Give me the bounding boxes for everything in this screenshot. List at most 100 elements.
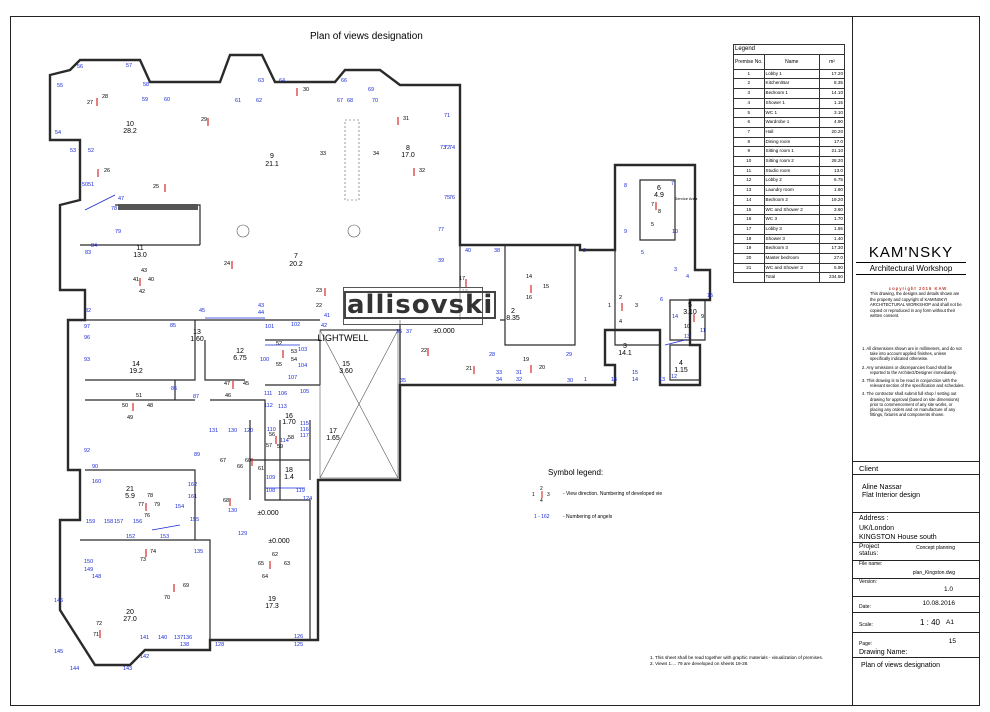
svg-text:26: 26 bbox=[104, 168, 110, 174]
svg-text:34: 34 bbox=[496, 377, 502, 383]
legend-cell-no: 6 bbox=[733, 117, 765, 128]
svg-text:28: 28 bbox=[489, 352, 495, 358]
svg-text:61: 61 bbox=[258, 466, 264, 472]
legend-cell-name: Laundry room bbox=[763, 185, 821, 196]
svg-text:58: 58 bbox=[288, 435, 294, 441]
svg-text:64: 64 bbox=[262, 574, 268, 580]
svg-text:149: 149 bbox=[84, 567, 93, 573]
legend-cell-no: 20 bbox=[733, 253, 765, 264]
svg-text:155: 155 bbox=[190, 517, 199, 523]
svg-text:59: 59 bbox=[277, 444, 283, 450]
room-4-label: 4 bbox=[679, 360, 683, 367]
legend-caption: Legend bbox=[733, 44, 845, 55]
svg-text:3: 3 bbox=[547, 492, 550, 498]
svg-text:140: 140 bbox=[158, 635, 167, 641]
client-label: Client bbox=[859, 464, 879, 473]
legend-cell-name: WC and Shower 2 bbox=[763, 204, 821, 216]
svg-text:153: 153 bbox=[160, 534, 169, 540]
legend-cell-area: 1.65 bbox=[819, 223, 845, 235]
svg-text:66: 66 bbox=[237, 464, 243, 470]
room-14-area: 19.2 bbox=[129, 368, 143, 375]
room-5-area: 3.10 bbox=[683, 309, 697, 316]
legend-cell-no: 8 bbox=[733, 136, 765, 148]
svg-text:159: 159 bbox=[86, 519, 95, 525]
svg-text:13: 13 bbox=[684, 334, 690, 340]
svg-text:148: 148 bbox=[92, 574, 101, 580]
svg-text:82: 82 bbox=[85, 308, 91, 314]
svg-text:130: 130 bbox=[228, 508, 237, 514]
legend-cell-name: Sitting room 2 bbox=[763, 156, 821, 167]
svg-text:16: 16 bbox=[526, 295, 532, 301]
svg-text:33: 33 bbox=[496, 370, 502, 376]
svg-text:131: 131 bbox=[209, 428, 218, 434]
svg-text:15: 15 bbox=[632, 370, 638, 376]
room-12-label: 12 bbox=[236, 348, 244, 355]
room-19-label: 19 bbox=[268, 596, 276, 603]
file-label: File name: bbox=[859, 561, 883, 567]
svg-text:144: 144 bbox=[70, 666, 79, 672]
svg-text:73: 73 bbox=[440, 145, 446, 151]
legend-cell-name: WC and Shower 3 bbox=[763, 262, 821, 274]
copyright-line: copyright 2016 KAW bbox=[888, 286, 948, 291]
footnotes: 1. This sheet shall be read together wit… bbox=[650, 655, 823, 667]
legend-cell-name: Total bbox=[763, 272, 821, 284]
svg-text:71: 71 bbox=[93, 632, 99, 638]
svg-text:146: 146 bbox=[54, 598, 63, 604]
svg-text:20: 20 bbox=[539, 365, 545, 371]
svg-text:69: 69 bbox=[183, 583, 189, 589]
company-logo: KAM'NSKY Architectural Workshop bbox=[856, 243, 966, 281]
note-3: 3. This drawing is to be read in conjunc… bbox=[862, 378, 965, 389]
room-11-label: 11 bbox=[136, 245, 143, 252]
svg-text:68: 68 bbox=[347, 98, 353, 104]
svg-text:60: 60 bbox=[245, 458, 251, 464]
version-value: 1.0 bbox=[943, 586, 953, 593]
svg-text:115: 115 bbox=[300, 421, 309, 427]
svg-text:137: 137 bbox=[174, 635, 183, 641]
copyright-text: This drawing, the designs and details sh… bbox=[870, 291, 962, 319]
lightwell-label: LIGHTWELL bbox=[317, 333, 368, 343]
svg-text:55: 55 bbox=[57, 83, 63, 89]
legend-cell-no: 16 bbox=[733, 214, 765, 225]
svg-text:87: 87 bbox=[193, 394, 199, 400]
svg-text:15: 15 bbox=[543, 284, 549, 290]
svg-text:21: 21 bbox=[466, 366, 472, 372]
svg-text:62: 62 bbox=[272, 552, 278, 558]
svg-text:114: 114 bbox=[280, 438, 289, 444]
svg-text:128: 128 bbox=[215, 642, 224, 648]
svg-text:142: 142 bbox=[140, 654, 149, 660]
svg-text:19: 19 bbox=[523, 357, 529, 363]
svg-text:126: 126 bbox=[294, 634, 303, 640]
room-2-label: 2 bbox=[511, 308, 515, 315]
scale-value: 1 : 40 bbox=[919, 618, 940, 627]
svg-text:7: 7 bbox=[671, 181, 674, 187]
svg-text:157: 157 bbox=[114, 519, 123, 525]
svg-text:42: 42 bbox=[139, 289, 145, 295]
svg-text:3: 3 bbox=[635, 303, 638, 309]
date-value: 10.08.2016 bbox=[922, 600, 955, 607]
svg-text:61: 61 bbox=[235, 98, 241, 104]
svg-text:70: 70 bbox=[372, 98, 378, 104]
svg-text:52: 52 bbox=[276, 341, 282, 347]
svg-text:101: 101 bbox=[265, 324, 274, 330]
svg-text:30: 30 bbox=[567, 378, 573, 384]
svg-text:40: 40 bbox=[465, 248, 471, 254]
svg-text:67: 67 bbox=[220, 458, 226, 464]
legend-cell-no: 19 bbox=[733, 243, 765, 255]
room-6-area: 4.9 bbox=[654, 192, 664, 199]
room-13-label: 13 bbox=[193, 329, 201, 336]
legend-header-name: Name bbox=[763, 53, 821, 70]
footnote-2: 2. Views 1.... 79 are developed on sheet… bbox=[650, 661, 749, 666]
svg-text:41: 41 bbox=[324, 313, 330, 319]
legend-cell-area: 4.90 bbox=[819, 117, 845, 128]
svg-text:15: 15 bbox=[707, 293, 713, 299]
legend-cell-area: 28.20 bbox=[819, 156, 845, 167]
svg-text:51: 51 bbox=[136, 393, 142, 399]
legend-cell-no: 3 bbox=[733, 88, 765, 99]
svg-text:54: 54 bbox=[291, 357, 297, 363]
